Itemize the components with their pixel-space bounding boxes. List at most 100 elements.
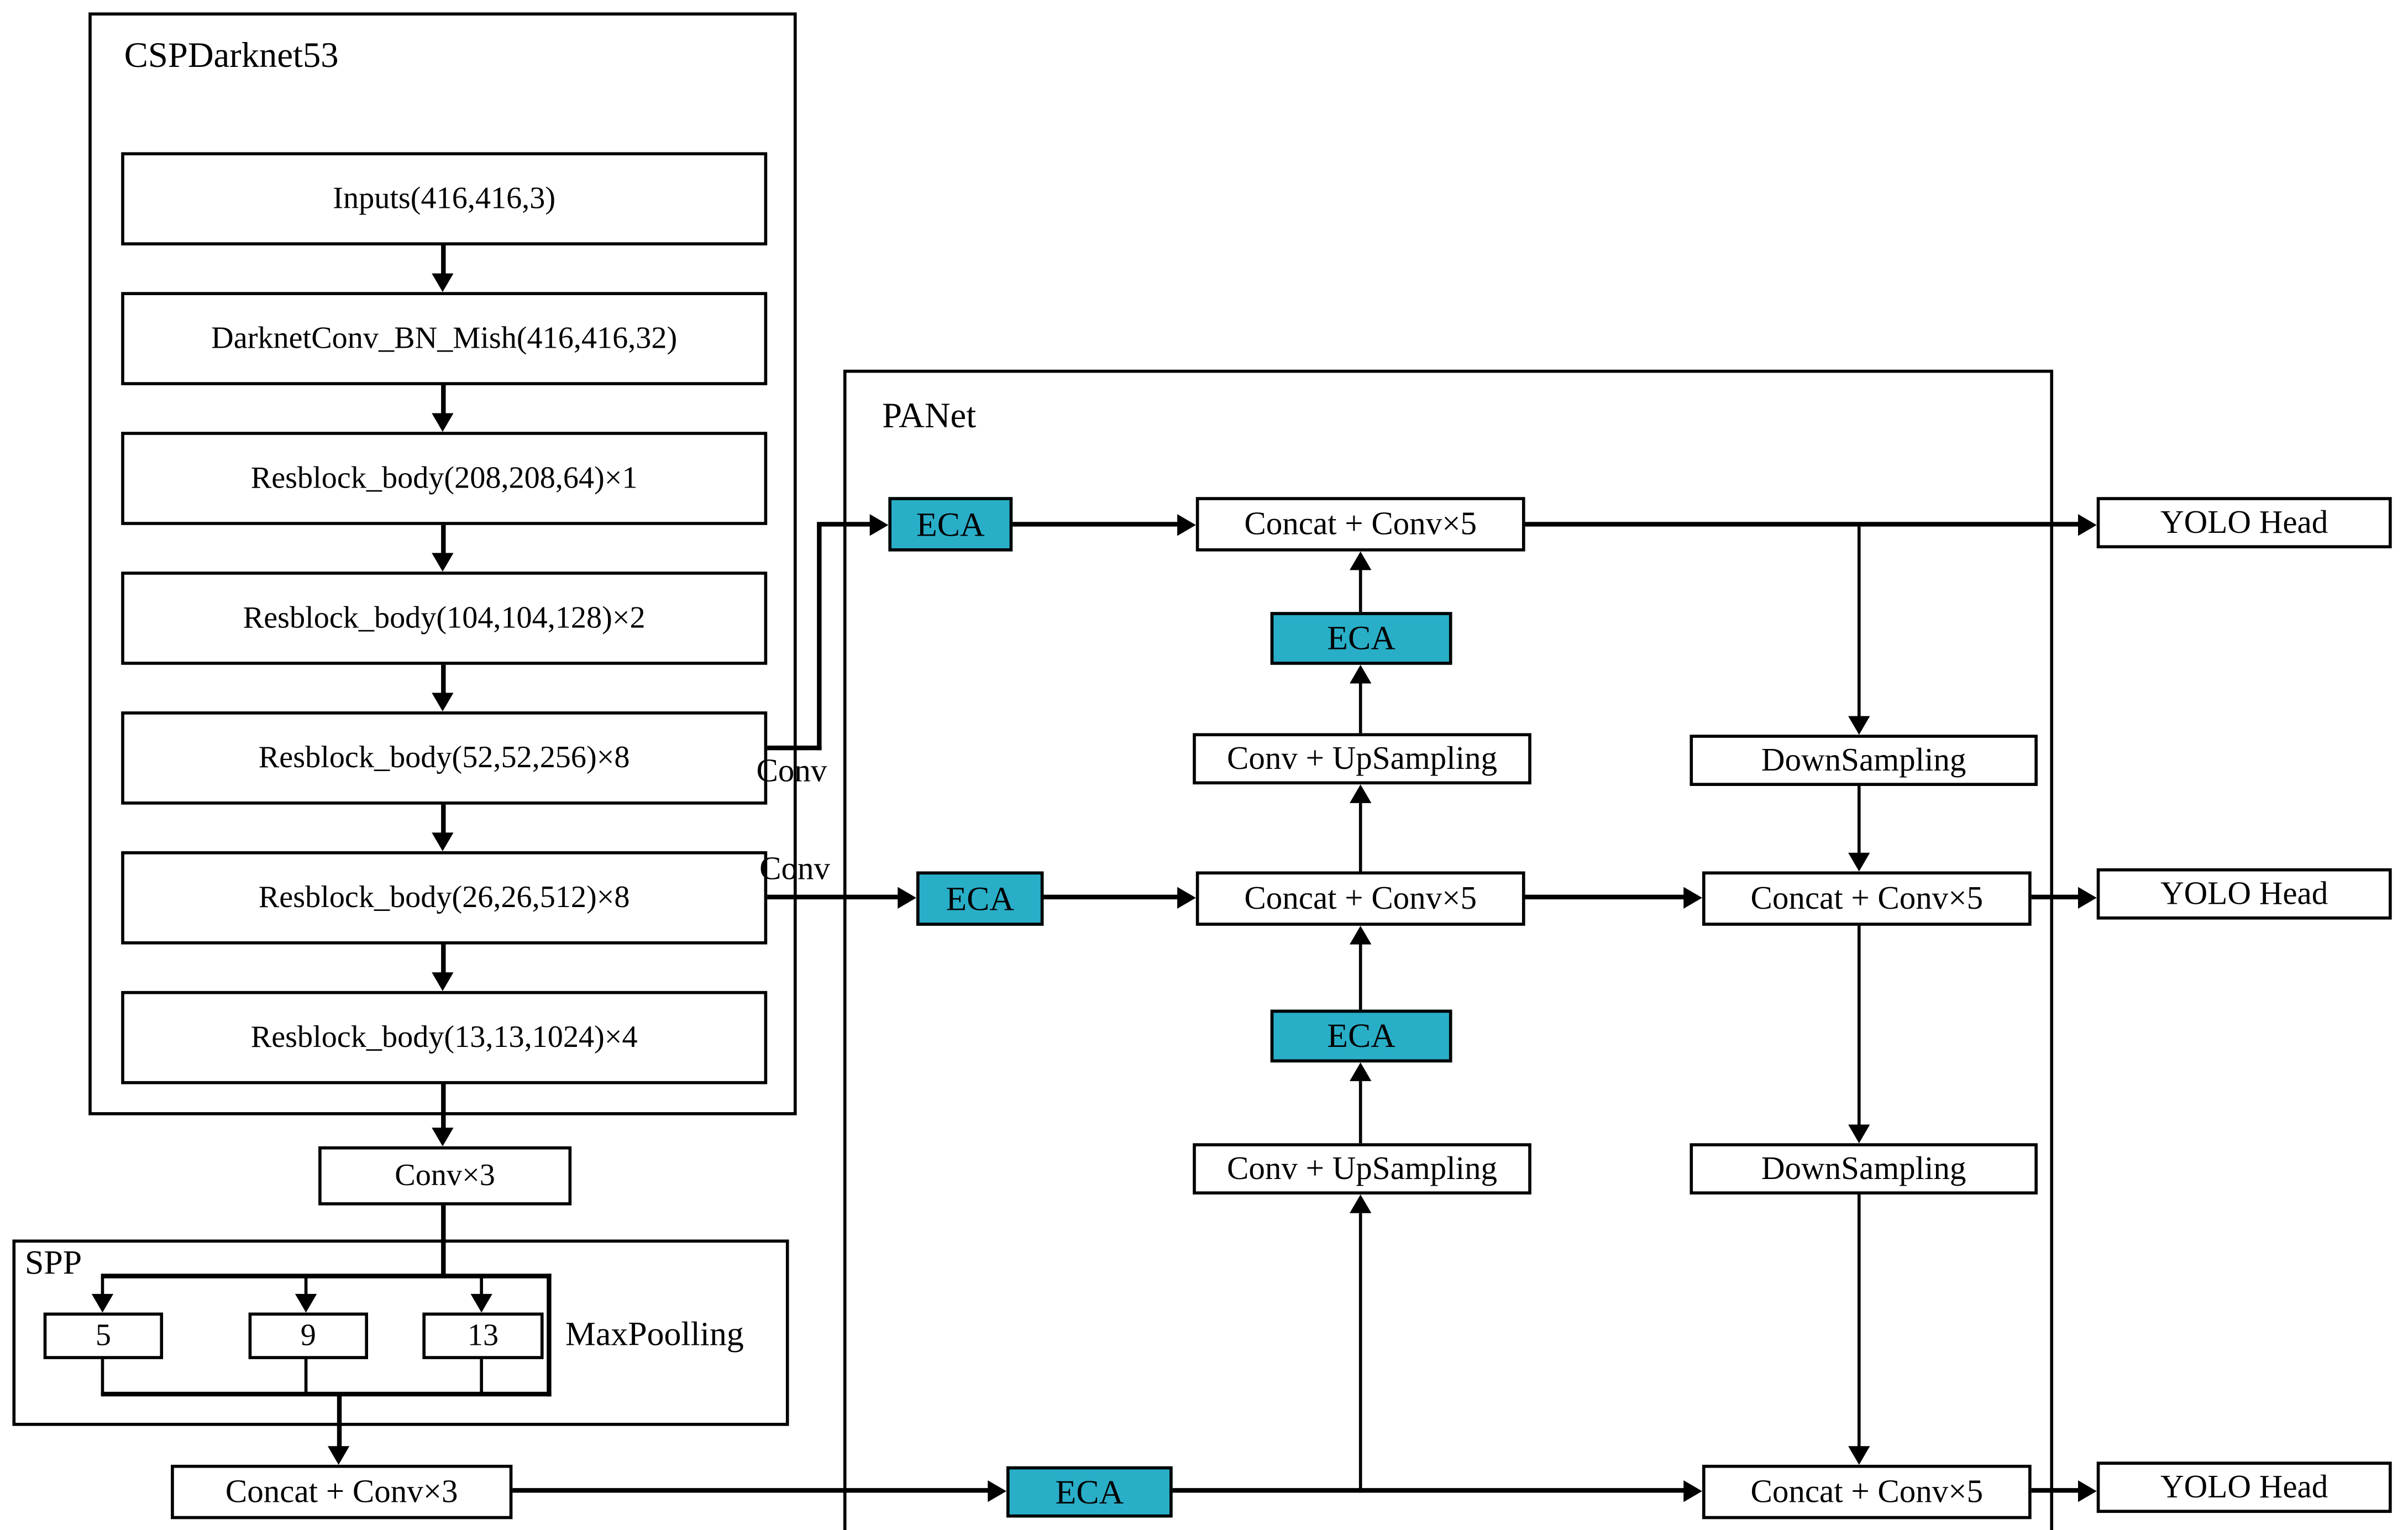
arrow-right-icon — [988, 1480, 1006, 1502]
arrow-down-icon — [327, 1446, 350, 1465]
connector — [1358, 803, 1362, 873]
connector — [480, 1276, 483, 1297]
node-eca-mid-lower: ECA — [1270, 1009, 1452, 1063]
node-downsampling-1: DownSampling — [1690, 735, 2038, 786]
arrow-right-icon — [1177, 887, 1196, 909]
arrow-up-icon — [1350, 551, 1372, 570]
maxpooling-label: MaxPoolling — [565, 1314, 744, 1353]
arrow-down-icon — [432, 553, 454, 572]
arrow-down-icon — [295, 1293, 317, 1313]
connector — [1172, 1488, 1687, 1493]
arrow-down-icon — [432, 273, 454, 292]
connector — [1857, 526, 1861, 720]
arrow-right-icon — [2078, 887, 2097, 909]
connector — [1525, 522, 2080, 527]
connector — [480, 1359, 483, 1395]
connector — [2031, 894, 2081, 900]
arrow-down-icon — [470, 1293, 492, 1313]
node-inputs: Inputs(416,416,3) — [121, 152, 768, 246]
connector — [304, 1359, 308, 1395]
connector — [441, 525, 446, 557]
connector — [1857, 785, 1861, 856]
arrow-right-icon — [2078, 1480, 2097, 1502]
arrow-right-icon — [1177, 514, 1196, 536]
arrow-down-icon — [1848, 1124, 1870, 1144]
arrow-up-icon — [1350, 664, 1372, 684]
arrow-down-icon — [1848, 716, 1870, 735]
connector — [767, 894, 900, 900]
connector — [1358, 1081, 1362, 1144]
arrow-up-icon — [1350, 1194, 1372, 1213]
spp-collect-line — [101, 1391, 552, 1397]
conv-tap-lower-label: Conv — [759, 850, 831, 887]
connector — [101, 1276, 104, 1297]
node-downsampling-2: DownSampling — [1690, 1143, 2038, 1195]
arrow-up-icon — [1350, 925, 1372, 945]
node-maxpool-9: 9 — [248, 1312, 369, 1359]
spp-side-line — [547, 1274, 552, 1397]
connector — [441, 385, 446, 417]
node-eca-mid-upper: ECA — [1270, 612, 1452, 665]
arrow-down-icon — [432, 693, 454, 712]
arrow-down-icon — [1848, 1446, 1870, 1465]
node-concat-conv5-mid: Concat + Conv×5 — [1195, 871, 1525, 926]
connector — [1043, 894, 1181, 900]
connector — [441, 944, 446, 976]
spp-distribution-line — [101, 1274, 552, 1279]
connector — [304, 1276, 308, 1297]
arrow-down-icon — [432, 1128, 454, 1146]
connector — [512, 1488, 991, 1493]
connector — [441, 804, 446, 836]
node-maxpool-5: 5 — [43, 1312, 164, 1359]
node-concat-conv5-bottom: Concat + Conv×5 — [1702, 1464, 2032, 1519]
connector — [101, 1359, 104, 1395]
node-eca-top: ECA — [888, 497, 1013, 552]
arrow-right-icon — [898, 887, 916, 909]
arrow-right-icon — [2078, 514, 2097, 536]
arrow-down-icon — [1848, 852, 1870, 872]
arrow-down-icon — [91, 1293, 114, 1313]
connector — [1857, 925, 1861, 1128]
connector — [2031, 1488, 2081, 1493]
cspdarknet53-title: CSPDarknet53 — [124, 35, 339, 75]
connector — [1012, 522, 1181, 527]
connector — [1358, 568, 1362, 612]
node-concat-conv5-top: Concat + Conv×5 — [1195, 497, 1525, 552]
connector — [1525, 894, 1687, 900]
arrow-right-icon — [869, 514, 889, 536]
connector — [441, 245, 446, 277]
conv-tap-upper-label: Conv — [756, 752, 827, 789]
connector — [441, 1084, 446, 1131]
node-maxpool-13: 13 — [422, 1312, 544, 1359]
node-eca-mid-left: ECA — [916, 871, 1044, 926]
connector — [337, 1395, 342, 1448]
node-conv-upsampling-2: Conv + UpSampling — [1193, 1143, 1531, 1195]
node-conv3: Conv×3 — [318, 1146, 572, 1206]
node-resblock-26: Resblock_body(26,26,512)×8 — [121, 851, 768, 945]
connector — [1358, 942, 1362, 1010]
panet-title: PANet — [882, 396, 977, 435]
node-concat-conv5-mid-right: Concat + Conv×5 — [1702, 871, 2032, 926]
node-resblock-13: Resblock_body(13,13,1024)×4 — [121, 991, 768, 1084]
connector — [817, 525, 822, 751]
node-conv-upsampling-1: Conv + UpSampling — [1193, 733, 1531, 785]
arrow-up-icon — [1350, 1062, 1372, 1081]
node-yolo-head-3: YOLO Head — [2096, 1461, 2392, 1513]
connector — [441, 664, 446, 696]
arrow-right-icon — [1683, 1480, 1702, 1502]
node-resblock-52: Resblock_body(52,52,256)×8 — [121, 711, 768, 805]
connector — [767, 745, 822, 751]
connector — [1857, 1194, 1861, 1448]
arrow-right-icon — [1683, 887, 1702, 909]
node-concat-conv3: Concat + Conv×3 — [171, 1464, 513, 1519]
connector — [1358, 1213, 1362, 1493]
node-darknetconv-bn-mish: DarknetConv_BN_Mish(416,416,32) — [121, 292, 768, 385]
node-resblock-208: Resblock_body(208,208,64)×1 — [121, 432, 768, 525]
connector — [1358, 683, 1362, 733]
arrow-up-icon — [1350, 784, 1372, 803]
node-yolo-head-2: YOLO Head — [2096, 868, 2392, 920]
node-eca-bottom: ECA — [1006, 1466, 1173, 1518]
arrow-down-icon — [432, 413, 454, 432]
spp-title: SPP — [24, 1243, 82, 1282]
